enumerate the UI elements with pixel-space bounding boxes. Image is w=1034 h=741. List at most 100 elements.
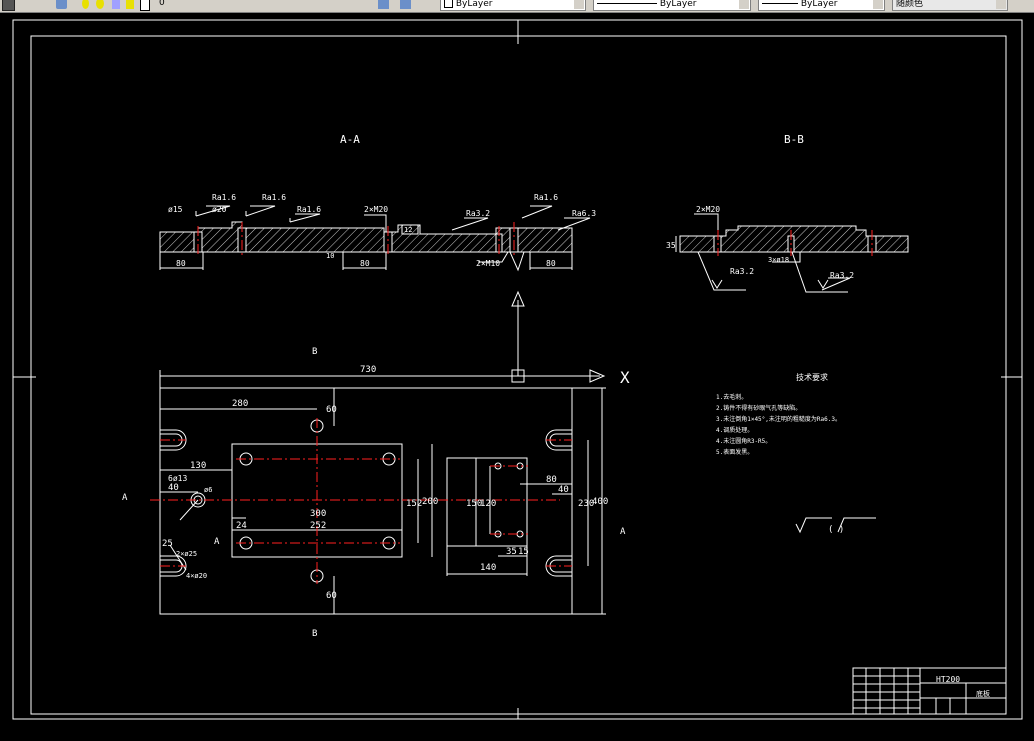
plan-dim-130-text: 130 bbox=[190, 461, 206, 471]
chevron-down-icon[interactable] bbox=[996, 0, 1006, 9]
title-block-part-name: 底板 bbox=[976, 689, 990, 698]
make-current-icon[interactable] bbox=[378, 0, 389, 9]
aa-dim-80c-text: 80 bbox=[546, 259, 556, 268]
plan-dim-35-text: 35 bbox=[506, 547, 517, 557]
plan-dim-150-text: 150 bbox=[466, 499, 482, 509]
plan-r18-text: 4×ø20 bbox=[186, 572, 207, 580]
center-lines bbox=[150, 222, 873, 584]
chevron-down-icon[interactable] bbox=[873, 0, 883, 9]
plan-dim-15-text: 15 bbox=[518, 547, 529, 557]
aa-ra32: Ra3.2 bbox=[466, 209, 490, 218]
plan-phi913-text: 6ø13 bbox=[168, 474, 187, 483]
plan-dim-25-text: 25 bbox=[162, 539, 173, 549]
plan-dim-400-text: 400 bbox=[592, 497, 608, 507]
plan-dim-152-text: 152 bbox=[406, 499, 422, 509]
linetype-dropdown[interactable]: ByLayer bbox=[593, 0, 751, 11]
aa-ra16-4: Ra1.6 bbox=[534, 193, 558, 202]
chevron-down-icon[interactable] bbox=[739, 0, 749, 9]
section-aa-view bbox=[159, 205, 591, 272]
drawing-svg[interactable]: A-A B-B Ra1.6 Ra1.6 Ra1.6 Ra3.2 Ra1.6 Ra… bbox=[0, 13, 1034, 737]
aa-ra16-1: Ra1.6 bbox=[212, 193, 236, 202]
tech-line-2: 2.铸件不得有砂眼气孔等缺陷。 bbox=[716, 404, 801, 412]
layer-previous-icon[interactable] bbox=[400, 0, 411, 9]
section-aa-body bbox=[159, 221, 573, 253]
aa-dim-80a-text: 80 bbox=[176, 259, 186, 268]
bb-dim-35-text: 35 bbox=[666, 241, 676, 250]
lightbulb-icon[interactable] bbox=[82, 0, 89, 9]
tech-line-6: 5.表面发黑。 bbox=[716, 448, 753, 456]
crosshair-x-label: X bbox=[620, 368, 630, 387]
plan-dim-60a-text: 60 bbox=[326, 405, 337, 415]
ucs-icon bbox=[511, 290, 606, 383]
section-bb-view bbox=[675, 213, 909, 293]
plan-dim-40a-text: 40 bbox=[168, 483, 179, 493]
layers-icon[interactable] bbox=[56, 0, 67, 9]
linetype-value: ByLayer bbox=[659, 0, 697, 9]
plotstyle-value: 随颜色 bbox=[896, 0, 924, 9]
plan-dim-280-text: 280 bbox=[232, 399, 248, 409]
plan-label-a-right: A bbox=[620, 527, 626, 537]
plan-dim-80-text: 80 bbox=[546, 475, 557, 485]
plan-dim-40b-text: 40 bbox=[558, 485, 569, 495]
plan-dim-200-text: 200 bbox=[422, 497, 438, 507]
bb-m20: 2×M20 bbox=[696, 205, 720, 214]
plotstyle-dropdown[interactable]: 随颜色 bbox=[892, 0, 1008, 11]
aa-roughness-leaders-2 bbox=[451, 205, 591, 231]
plan-view bbox=[159, 370, 606, 615]
aa-m10: 2×M10 bbox=[476, 259, 500, 268]
plan-dim-140-text: 140 bbox=[480, 563, 496, 573]
color-dropdown[interactable]: ByLayer bbox=[440, 0, 586, 11]
aa-phi15: ø15 bbox=[168, 205, 183, 214]
section-bb-title: B-B bbox=[784, 133, 804, 146]
aa-tolerance-box bbox=[401, 224, 419, 235]
aa-dim-12-text: 12 bbox=[404, 226, 412, 234]
layer-value: 0 bbox=[159, 0, 165, 8]
chevron-down-icon[interactable] bbox=[359, 0, 369, 8]
tech-line-4: 4.调质处理。 bbox=[716, 426, 753, 434]
roughness-note: ( ) bbox=[828, 525, 844, 535]
plan-label-a-small: A bbox=[214, 537, 220, 547]
tech-requirements-title: 技术要求 bbox=[796, 372, 828, 382]
roughness-symbol bbox=[795, 517, 876, 534]
plan-dim-120-text: 120 bbox=[480, 499, 496, 509]
tech-line-1: 1.去毛刺。 bbox=[716, 393, 747, 401]
plan-r25-text: 2×ø25 bbox=[176, 550, 197, 558]
plan-dim-24-text: 24 bbox=[236, 521, 247, 531]
plan-dim-60b-text: 60 bbox=[326, 591, 337, 601]
title-block-material: HT200 bbox=[936, 675, 960, 684]
section-aa-title: A-A bbox=[340, 133, 360, 146]
aa-phi20: ø20 bbox=[212, 205, 227, 214]
aa-ra63: Ra6.3 bbox=[572, 209, 596, 218]
lineweight-dropdown[interactable]: ByLayer bbox=[758, 0, 885, 11]
linetype-sample bbox=[597, 3, 657, 4]
plan-label-b-bottom: B bbox=[312, 629, 317, 639]
lineweight-sample bbox=[762, 3, 798, 4]
bb-leaders bbox=[694, 213, 851, 293]
tech-line-5: 4.未注圆角R3-R5。 bbox=[716, 437, 771, 445]
plan-pocket-small bbox=[446, 457, 528, 547]
plan-dim-252-text: 252 bbox=[310, 521, 326, 531]
tech-line-3: 3.未注倒角1×45°,未注明的粗糙度为Ra6.3。 bbox=[716, 415, 841, 423]
aa-ra16-3: Ra1.6 bbox=[297, 205, 321, 214]
plan-phi6-text: ø6 bbox=[204, 486, 212, 494]
bb-ra32a: Ra3.2 bbox=[730, 267, 754, 276]
white-square-icon bbox=[140, 0, 150, 11]
lineweight-value: ByLayer bbox=[800, 0, 838, 9]
plan-dim-230-text: 230 bbox=[578, 499, 594, 509]
title-block bbox=[852, 667, 1007, 715]
drawing-canvas[interactable]: A-A B-B Ra1.6 Ra1.6 Ra1.6 Ra3.2 Ra1.6 Ra… bbox=[0, 13, 1034, 737]
aa-dim-80b-text: 80 bbox=[360, 259, 370, 268]
lock-icon[interactable] bbox=[112, 0, 120, 9]
aa-roughness-leaders bbox=[195, 205, 321, 223]
plan-outline bbox=[159, 387, 573, 615]
sun-icon[interactable] bbox=[96, 0, 104, 9]
bb-phi35: 3×ø18 bbox=[768, 256, 789, 264]
plan-label-b-top: B bbox=[312, 347, 317, 357]
plan-dim-730-text: 730 bbox=[360, 365, 376, 375]
chevron-down-icon[interactable] bbox=[574, 0, 584, 9]
aa-m20: 2×M20 bbox=[364, 205, 388, 214]
color-swatch-icon bbox=[126, 0, 134, 9]
layer-manager-icon[interactable] bbox=[2, 0, 15, 11]
layer-dropdown[interactable]: 0 bbox=[152, 0, 370, 11]
aa-dim-10-text: 10 bbox=[326, 252, 334, 260]
